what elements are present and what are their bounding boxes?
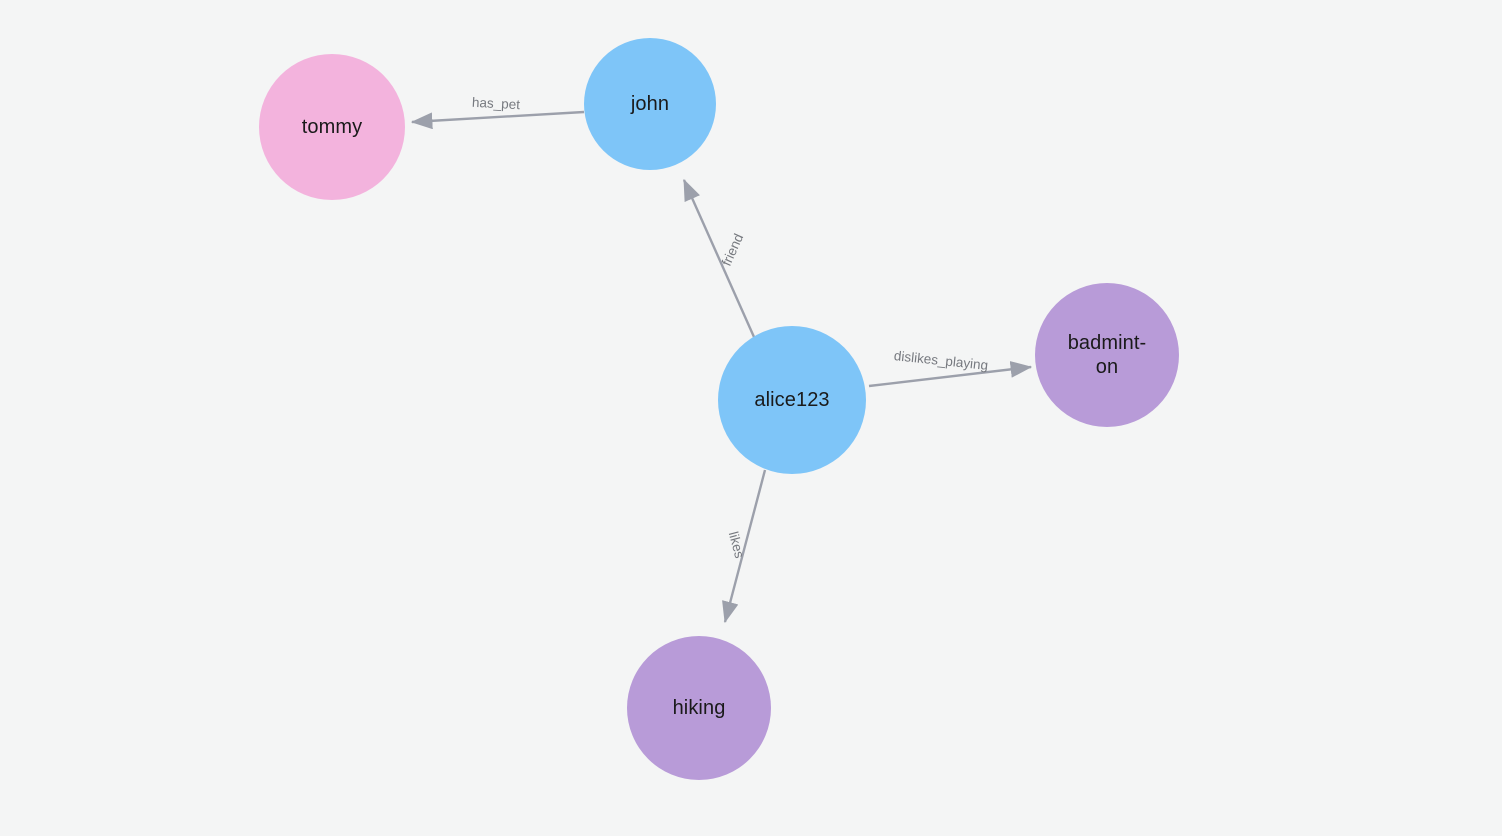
edge-alice123-dislikes_playing-badminton[interactable] — [868, 361, 1033, 388]
graph-node-alice123[interactable]: alice123 — [718, 326, 866, 474]
graph-node-tommy[interactable]: tommy — [259, 54, 405, 200]
graph-node-hiking[interactable]: hiking — [627, 636, 771, 780]
node-label-badminton: badmint-on — [1067, 332, 1147, 378]
node-label-alice123: alice123 — [754, 389, 830, 411]
edge-label-has_pet: has_pet — [471, 94, 521, 113]
edge-alice123-friend-john[interactable] — [682, 178, 756, 338]
graph-node-badminton[interactable]: badmint-on — [1035, 283, 1179, 427]
node-label-tommy: tommy — [301, 116, 363, 138]
graph-node-john[interactable]: john — [584, 38, 716, 170]
node-label-hiking: hiking — [672, 697, 726, 719]
edge-alice123-likes-hiking[interactable] — [722, 469, 767, 624]
edge-john-has_pet-tommy[interactable] — [410, 110, 585, 130]
node-label-john: john — [630, 93, 670, 115]
